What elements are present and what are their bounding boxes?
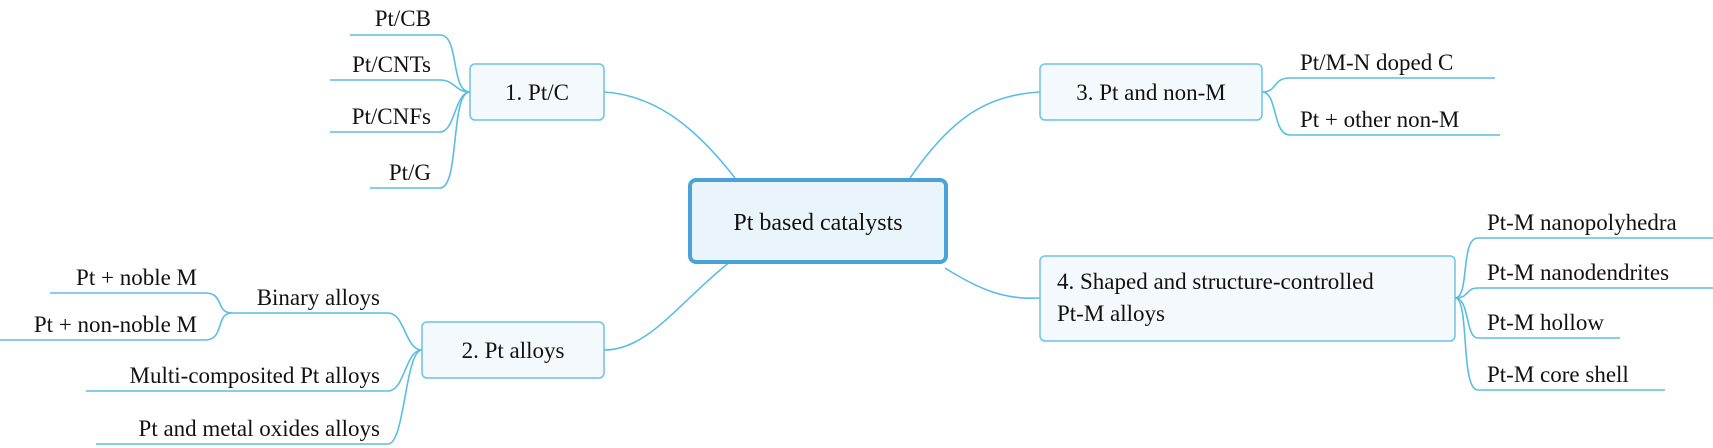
- leaf-pt-g: Pt/G: [389, 160, 431, 185]
- root-node-box[interactable]: [688, 178, 948, 264]
- leaf-nanodendrites: Pt-M nanodendrites: [1487, 260, 1669, 285]
- edge-b4-l2: [1454, 287, 1479, 299]
- leaf-hollow: Pt-M hollow: [1487, 310, 1604, 335]
- leaf-pt-cnfs: Pt/CNFs: [352, 104, 431, 129]
- edge-b1-l3: [439, 91, 471, 133]
- leaf-metal-oxides: Pt and metal oxides alloys: [139, 416, 381, 441]
- branch-2-label: 2. Pt alloys: [462, 338, 565, 363]
- branch-3-label: 3. Pt and non-M: [1076, 80, 1226, 105]
- edge-b2-l3: [387, 349, 423, 392]
- edge-sub-l2: [204, 312, 233, 341]
- branch-2-box[interactable]: [421, 321, 605, 379]
- leaf-pt-noble-m: Pt + noble M: [76, 265, 197, 290]
- edge-b4-l1: [1454, 237, 1479, 299]
- edge-b3-l1: [1261, 77, 1291, 93]
- branch-4-box[interactable]: [1039, 255, 1456, 342]
- edge-b3-l2: [1261, 91, 1291, 136]
- edge-root-b3: [909, 91, 1041, 179]
- edge-b1-l4: [439, 91, 471, 189]
- edge-b2-l4: [387, 349, 423, 445]
- leaf-pt-cnts: Pt/CNTs: [352, 52, 431, 77]
- edge-b4-l4: [1454, 297, 1479, 391]
- leaf-pt-non-noble-m: Pt + non-noble M: [34, 312, 197, 337]
- edge-root-b1: [603, 91, 736, 179]
- leaf-pt-mn-doped-c: Pt/M-N doped C: [1300, 50, 1453, 75]
- edge-b2-sub: [387, 312, 423, 351]
- edge-b1-l2: [439, 79, 471, 93]
- leaf-core-shell: Pt-M core shell: [1487, 362, 1629, 387]
- leaf-nanopolyhedra: Pt-M nanopolyhedra: [1487, 210, 1677, 235]
- edge-sub-l1: [204, 292, 233, 314]
- leaf-pt-cb: Pt/CB: [375, 6, 431, 31]
- branch-4-label-line-1: 4. Shaped and structure-controlled: [1057, 269, 1374, 294]
- leaf-multi-composited: Multi-composited Pt alloys: [130, 363, 380, 388]
- branch-1-label: 1. Pt/C: [505, 80, 569, 105]
- branch-3-box[interactable]: [1039, 63, 1263, 121]
- edge-root-b2: [603, 257, 736, 351]
- branch-1-box[interactable]: [469, 63, 605, 121]
- edge-b4-l3: [1454, 297, 1479, 339]
- edge-b1-l1: [439, 34, 471, 93]
- root-node-label: Pt based catalysts: [733, 210, 902, 236]
- leaf-pt-other-non-m: Pt + other non-M: [1300, 107, 1459, 132]
- edge-root-b4: [944, 267, 1041, 300]
- branch-4-label-line-2: Pt-M alloys: [1057, 301, 1165, 326]
- sub-binary-alloys: Binary alloys: [257, 285, 380, 310]
